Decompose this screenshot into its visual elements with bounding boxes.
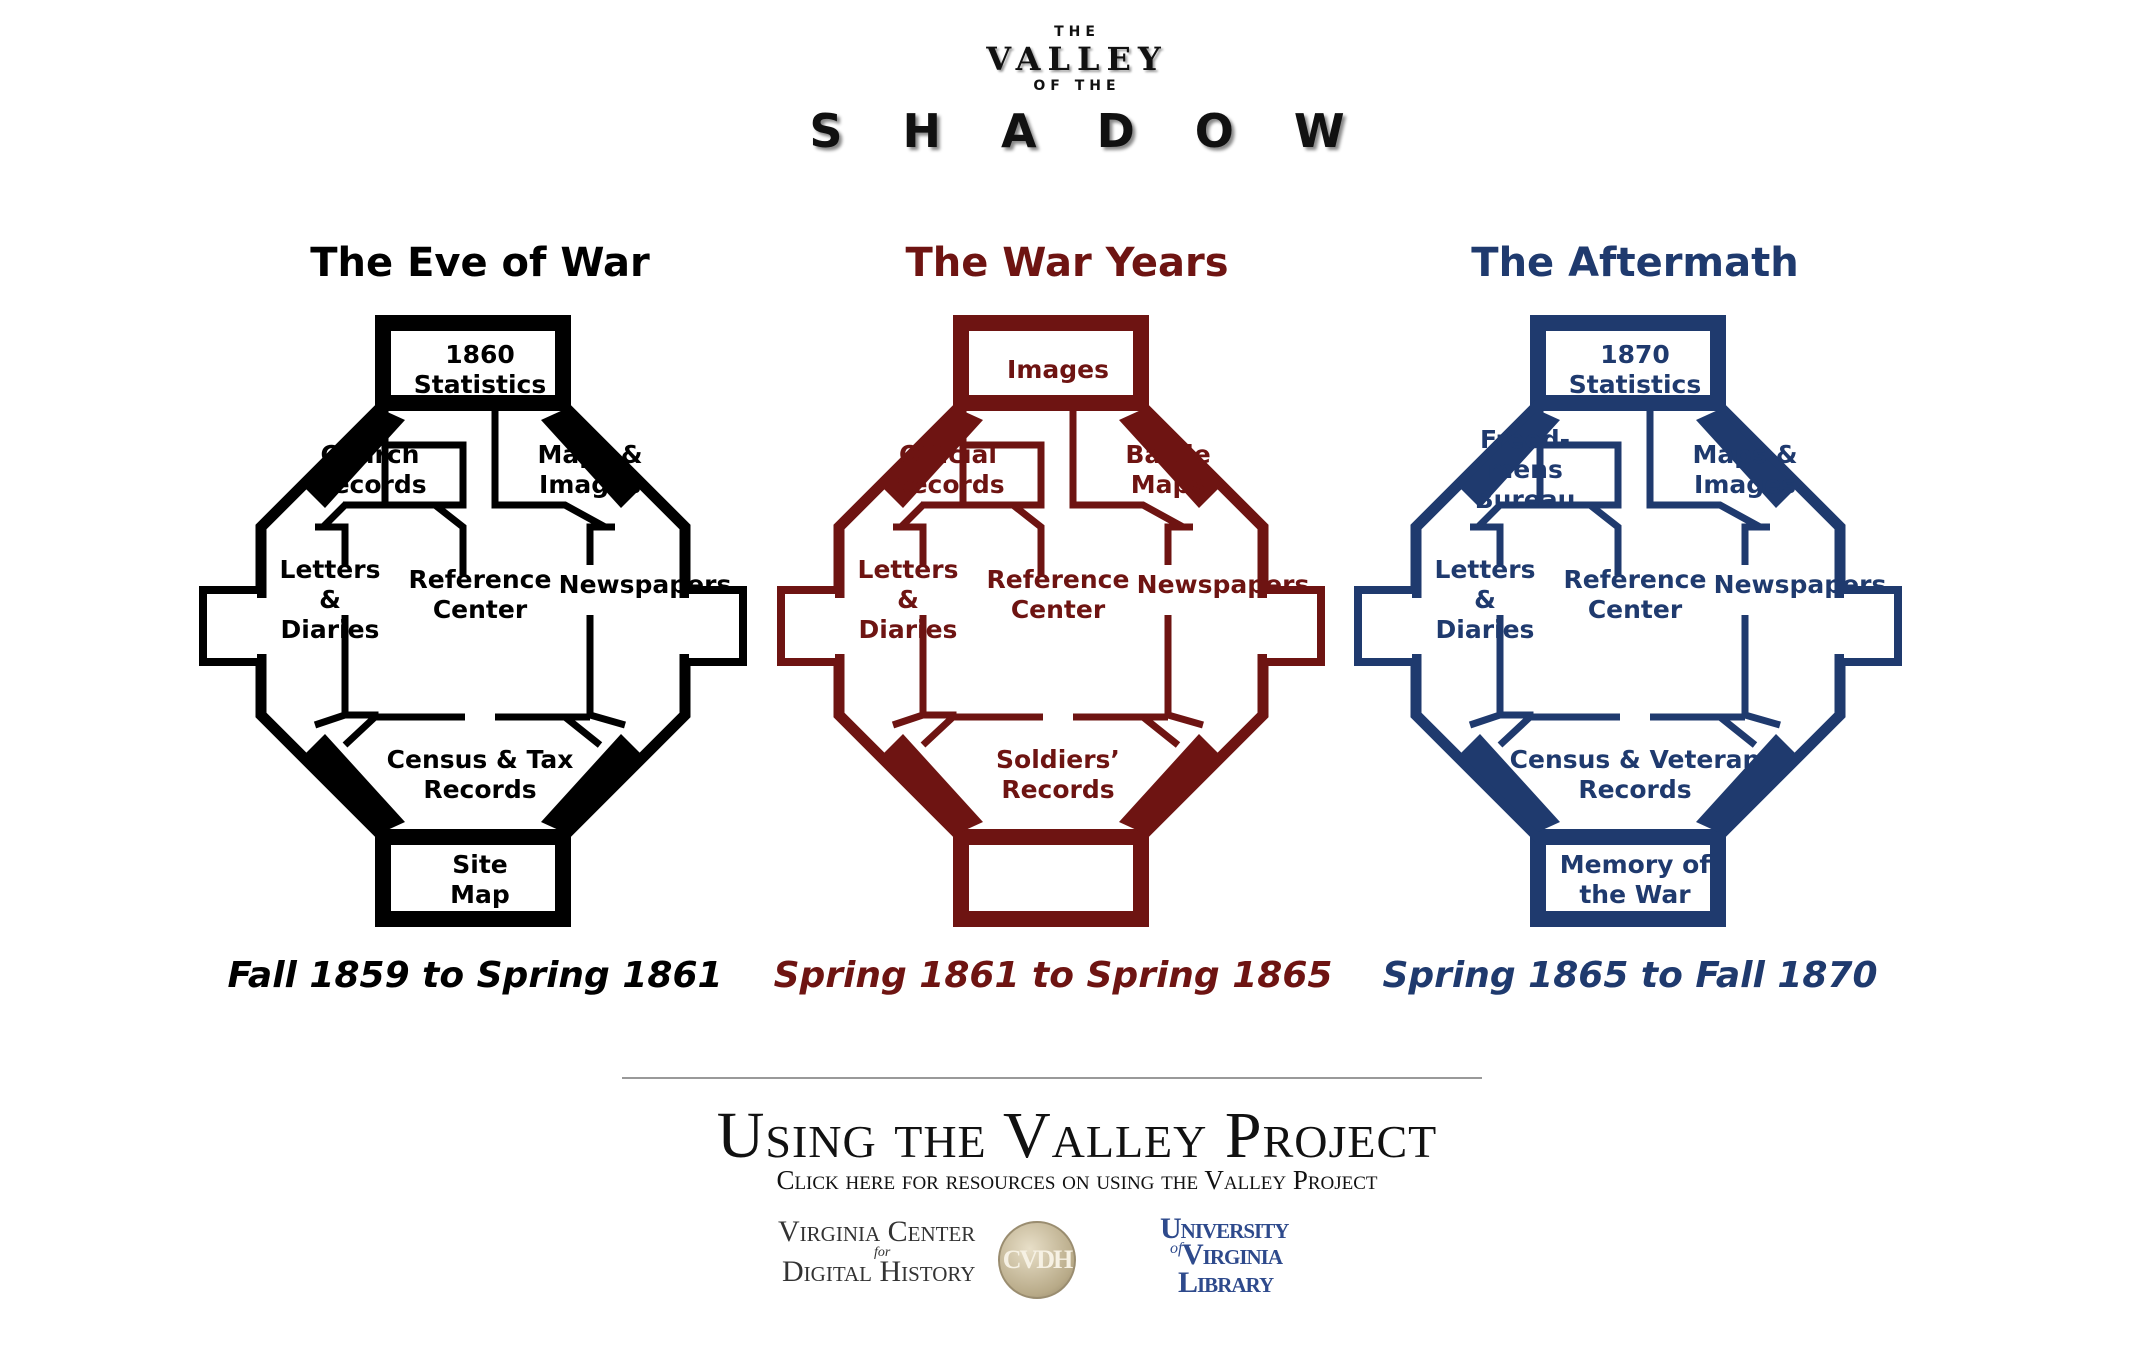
floor-plan-walls bbox=[777, 315, 1325, 927]
room-right-link[interactable]: Newspapers bbox=[1713, 570, 1887, 599]
using-valley-project-link[interactable]: Using the Valley Project bbox=[716, 1099, 1438, 1172]
period-title-aftermath[interactable]: The Aftermath bbox=[1471, 240, 1799, 286]
room-center-link[interactable]: Reference Center bbox=[1563, 565, 1707, 624]
uva-line-2: Virginia bbox=[1182, 1238, 1283, 1271]
room-upper-right-link[interactable]: Maps & Images bbox=[537, 440, 643, 499]
room-lower-link[interactable]: Census & Tax Records bbox=[386, 745, 574, 804]
room-upper-left-link[interactable]: Church Records bbox=[313, 440, 427, 499]
site-logo[interactable]: THE VALLEY OF THE SHADOW bbox=[0, 0, 2154, 170]
using-valley-project-subtitle-link[interactable]: Click here for resources on using the Va… bbox=[776, 1165, 1378, 1195]
room-top-link[interactable]: Images bbox=[1007, 355, 1109, 384]
period-title-eve[interactable]: The Eve of War bbox=[310, 240, 650, 286]
room-upper-right-link[interactable]: Battle Maps bbox=[1125, 440, 1211, 499]
period-dates-eve: Fall 1859 to Spring 1861 bbox=[227, 955, 723, 996]
vcdh-line-2: Digital History bbox=[782, 1255, 976, 1288]
room-right-link[interactable]: Newspapers bbox=[558, 570, 732, 599]
period-dates-war: Spring 1861 to Spring 1865 bbox=[773, 955, 1333, 996]
section-divider bbox=[622, 1077, 1482, 1079]
logo-valley: VALLEY bbox=[986, 40, 1168, 78]
room-upper-left-link[interactable]: Freed- mens Bureau bbox=[1474, 425, 1576, 514]
floor-plan-walls bbox=[1354, 315, 1902, 927]
uva-line-3: Library bbox=[1178, 1266, 1274, 1299]
room-upper-left-link[interactable]: Official Records bbox=[891, 440, 1005, 499]
room-left-link[interactable]: Letters & Diaries bbox=[279, 555, 381, 644]
room-upper-right-link[interactable]: Maps & Images bbox=[1692, 440, 1798, 499]
logo-of-the: OF THE bbox=[1033, 78, 1121, 94]
vcdh-for: for bbox=[874, 1245, 891, 1260]
room-bottom-link[interactable] bbox=[958, 835, 1158, 925]
room-lower-link[interactable]: Soldiers’ Records bbox=[996, 745, 1120, 804]
vcdh-logo-link[interactable]: Virginia Center for Digital History CVDH bbox=[770, 1215, 1080, 1305]
room-right-link[interactable]: Newspapers bbox=[1136, 570, 1310, 599]
room-left-link[interactable]: Letters & Diaries bbox=[1434, 555, 1536, 644]
room-center-link[interactable]: Reference Center bbox=[408, 565, 552, 624]
room-center-link[interactable]: Reference Center bbox=[986, 565, 1130, 624]
period-dates-aftermath: Spring 1865 to Fall 1870 bbox=[1382, 955, 1878, 996]
vcdh-seal-icon: CVDH bbox=[998, 1221, 1076, 1299]
logo-the: THE bbox=[1054, 24, 1100, 40]
room-top-link[interactable]: 1860 Statistics bbox=[413, 340, 547, 399]
period-title-war[interactable]: The War Years bbox=[905, 240, 1229, 286]
room-bottom-link[interactable]: Memory of the War bbox=[1559, 850, 1711, 909]
room-left-link[interactable]: Letters & Diaries bbox=[857, 555, 959, 644]
vcdh-line-1: Virginia Center bbox=[778, 1215, 976, 1248]
logo-shadow: SHADOW bbox=[809, 104, 1405, 158]
room-lower-link[interactable]: Census & Veteran Records bbox=[1509, 745, 1761, 804]
room-top-link[interactable]: 1870 Statistics bbox=[1568, 340, 1702, 399]
room-bottom-link[interactable]: Site Map bbox=[450, 850, 510, 909]
uva-line-1: University bbox=[1160, 1212, 1289, 1245]
uva-of: of bbox=[1170, 1240, 1183, 1257]
floor-plan-walls bbox=[199, 315, 747, 927]
uva-library-logo-link[interactable]: University of Virginia Library bbox=[1160, 1212, 1340, 1307]
